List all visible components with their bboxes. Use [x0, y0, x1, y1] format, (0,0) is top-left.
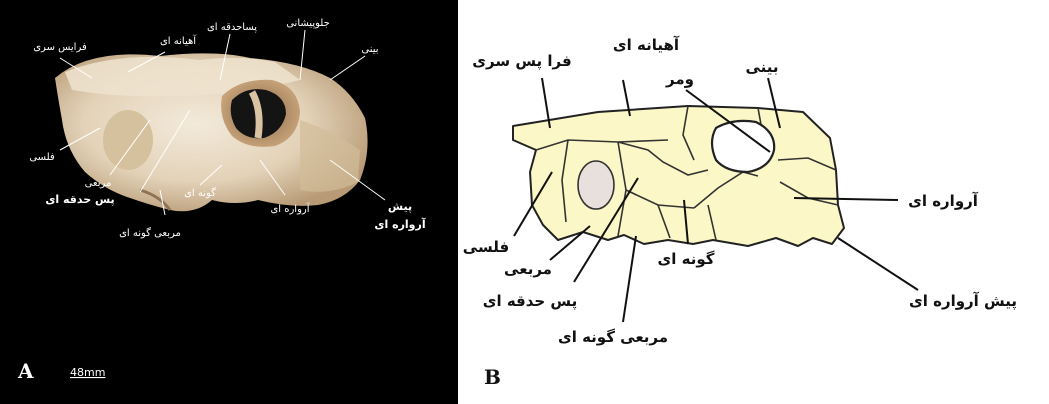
label-a-maxilla: آرواره ای	[270, 202, 310, 215]
label-a-supraoccipital: فرایس سری	[33, 42, 87, 53]
label-a-premaxilla-2: آرواره ای	[374, 217, 425, 231]
label-a-quadratojugal: مربعی گونه ای	[119, 227, 181, 239]
panel-a-letter: A	[17, 359, 34, 383]
skull-line-drawing: فرا پس سری آهیانه ای ومر بینی آرواره ای …	[458, 0, 1049, 404]
label-b-jugal: گونه ای	[658, 250, 715, 268]
label-b-maxilla: آرواره ای	[908, 192, 979, 210]
label-b-parietal: آهیانه ای	[613, 36, 680, 54]
label-a-nasal: بینی	[361, 44, 378, 55]
skull-drawing-fenestra	[578, 161, 614, 209]
label-b-quadrate: مربعی	[504, 260, 552, 278]
label-b-postorbital: پس حدقه ای	[483, 292, 578, 311]
panel-b-letter: B	[484, 365, 501, 389]
label-b-supraoccipital: فرا پس سری	[472, 52, 571, 71]
label-b-quadratojugal: مربعی گونه ای	[558, 328, 668, 346]
label-a-postorbital-bold: پس حدقه ای	[45, 193, 114, 206]
label-a-postorbital-top: پساحدقه ای	[207, 22, 257, 33]
skull-photo-illustration: فرایس سری آهیانه ای پساحدقه ای جلوپیشانی…	[0, 0, 458, 404]
panel-a-scale-bar: 48mm	[70, 366, 105, 379]
label-a-jugal: گونه ای	[184, 187, 216, 199]
label-a-prefrontal: جلوپیشانی	[286, 18, 330, 29]
label-b-squamosal: فلسی	[463, 238, 509, 256]
label-b-nasal: بینی	[745, 58, 778, 76]
label-a-parietal: آهیانه ای	[160, 34, 197, 47]
panel-a-photo: فرایس سری آهیانه ای پساحدقه ای جلوپیشانی…	[0, 0, 458, 404]
label-a-quadrate: مربعی	[85, 178, 112, 189]
skull-drawing-orbit	[712, 121, 774, 172]
label-a-squamosal: فلسی	[29, 152, 55, 163]
label-a-premaxilla-1: پیش	[388, 200, 412, 213]
label-b-premaxilla: پیش آرواره ای	[909, 292, 1017, 311]
panel-b-drawing: فرا پس سری آهیانه ای ومر بینی آرواره ای …	[458, 0, 1049, 404]
label-b-vomer: ومر	[665, 70, 694, 88]
